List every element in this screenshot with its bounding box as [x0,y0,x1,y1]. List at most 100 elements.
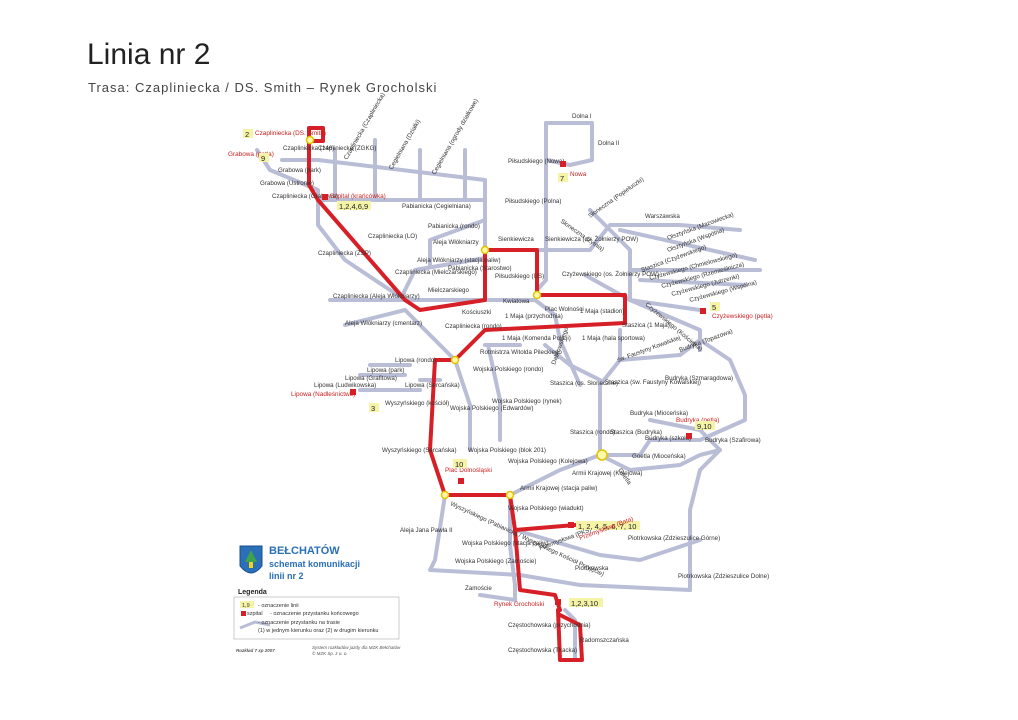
stop-label: 1 Maja (Komenda Policji) [502,335,571,342]
stop-label: Grabowa (Ustronie) [260,180,314,187]
page-title: Linia nr 2 [87,38,211,71]
stop-label: 1 Maja (przychodnia) [505,313,563,320]
stop-label: Piłsudskiego (US) [495,273,544,280]
line-badge: 3 [371,404,375,413]
stop-label: 1 Maja (hala sportowa) [582,335,645,342]
stop-label: Słoneczna (Popiełuszki) [587,176,645,220]
terminal-label: Nowa [570,171,587,178]
terminal-marker-icon [700,308,706,314]
stop-label: Zamoście [465,585,492,592]
stop-label: Pabianicka (rondo) [428,223,480,230]
stop-label: Pabianicka (Starostwo) [448,265,512,272]
stop-label: Częstochowska (Tkacka) [508,647,577,654]
stop-label: Wojska Polskiego (Edwardów) [450,405,533,412]
roundabout-wyszynskiego [440,490,450,500]
legend-route-icon [239,620,271,630]
line-badge: 9,10 [697,422,712,431]
stop-label: Lipowa (Ludwikowska) [314,382,376,389]
terminal-marker-icon [686,433,692,439]
terminal-marker-icon [568,522,574,528]
line-badge-bg [453,459,467,468]
terminal-label: Lipowa (Nadleśnictwo) [291,391,355,398]
stop-label: Aleja Włókniarzy [433,239,480,246]
line-badge: 2 [245,130,249,139]
stop-label: Grabowa (park) [278,167,321,174]
stop-label: 1 Maja (stadion) [580,308,624,315]
stop-label: Wojska Polskiego (Zamoście) [455,558,536,565]
line-badge-bg [576,521,640,530]
terminal-label: Plac Dolnośląski [445,467,492,474]
stop-label: Lipowa (park) [367,367,405,374]
terminal-label: Rynek Grocholski [494,601,544,608]
stop-label: Piłsudskiego (Polna) [505,198,561,205]
network-lines [255,121,762,662]
stop-label: Piotrkowska [575,565,609,572]
line-badge: 1, 2, 4, 5, 6, 7, 10 [578,522,636,531]
roundabout-staszica [596,449,608,461]
stop-label: Mielczarskiego [428,287,469,294]
terminal-label: Budryka (pętla) [676,417,719,424]
terminal-label: Szpital (krańcówka) [330,193,386,200]
line-badge-bg [337,201,371,210]
stop-label: Kwiatowa [503,298,530,305]
stop-label: Cegielniana (ogrody działkowe) [431,98,480,176]
footer-credit-2: © MZK Sp. z o. o. [312,650,348,656]
stop-label: Czapliniecka (146) [283,145,334,152]
terminal-marker-icon [322,194,328,200]
stop-label: Czapliniecka (ZSP) [318,250,371,257]
stop-label: Wojska Polskiego (stacja paliw) [462,540,549,547]
legend: Legenda 1,9 - oznaczenie linii szpital -… [233,589,400,640]
terminal-marker-icon [555,599,561,605]
stop-label: Goetla (Mioceńska) [632,453,686,460]
stop-label: Budryka (Szafirowa) [705,437,761,444]
stop-label: Staszica (os. Słoneczne) [550,380,618,387]
line-badge-bg [569,598,603,607]
roundabout-wojska-polskiego [505,490,515,500]
stop-label: Pabianicka (Cegielniana) [402,203,471,210]
line-badge-bg [695,421,715,430]
stop-label: Czapliniecka (rondo) [445,323,502,330]
stop-label: Częstochowska (przychodnia) [508,622,591,629]
route-subtitle: Trasa: Czapliniecka / DS. Smith – Rynek … [88,80,438,95]
stop-label: Wojska Polskiego (rynek) [492,398,562,405]
stop-label: Wojska Polskiego (wiadukt) [508,505,584,512]
stop-label: Budryka (Szmaragdowa) [665,375,733,382]
stop-label: Warszawska [645,213,680,220]
stop-label: Rotmistrza Witolda Pileckiego [480,349,562,356]
roundabout-kwiatowa [532,290,542,300]
stop-label: Armii Krajowej (stacja paliw) [520,485,597,492]
stop-label: Budryka (szkoła) [645,435,691,442]
brand-line-2: linii nr 2 [269,571,304,581]
stop-label: Aleja Włókniarzy (stacja paliw) [417,257,501,264]
legend-stop-desc-1: - oznaczenie przystanku na trasie [258,620,340,626]
footer: Rozkład 7 xp 2007 System rozkładów jazdy… [236,645,401,656]
stop-label: Aleja Jana Pawła II [400,527,453,534]
legend-frame [233,596,400,640]
stop-label: Aleja Włókniarzy (cmentarz) [345,320,422,327]
stop-label: Staszica (rondo) [570,429,615,436]
line-badge-bg [369,403,379,412]
stop-label: Piłsudskiego (Nowa) [508,158,564,165]
legend-terminal-sample: szpital [247,611,263,617]
stop-label: Armii Krajowej (Kolejowa) [572,470,643,477]
legend-badge-bg [240,601,254,608]
stop-label: Sienkiewicza [498,236,534,243]
terminal-label: Czapliniecka (DS. Smith) [255,130,326,137]
stop-label: Radomszczańska [580,637,629,644]
stop-label: Plac Wolności [545,306,584,313]
roundabout-czapliniecka-north [305,135,315,145]
legend-terminal-icon [241,611,246,616]
footer-edition: Rozkład 7 xp 2007 [236,648,275,653]
stop-label: Lipowa (Sercańska) [405,382,460,389]
stop-label: Lipowa (rondo) [395,357,436,364]
crest-tree-icon [245,550,257,562]
stop-label: Czapliniecka (Grabowa) [272,193,338,200]
legend-stop-desc-2: (1) w jednym kierunku oraz (2) w drugim … [258,628,378,634]
stop-label: Dolna II [598,140,620,147]
stop-label: Wyszyńskiego (kościół) [385,400,449,407]
roundabout-lipowa [450,355,460,365]
stop-label: Czyżewskiego (os. Żołnierzy POW) [562,271,659,278]
line-badge-bg [259,153,269,162]
stop-label: Czapliniecka (Aleja Włókniarzy) [333,293,420,300]
